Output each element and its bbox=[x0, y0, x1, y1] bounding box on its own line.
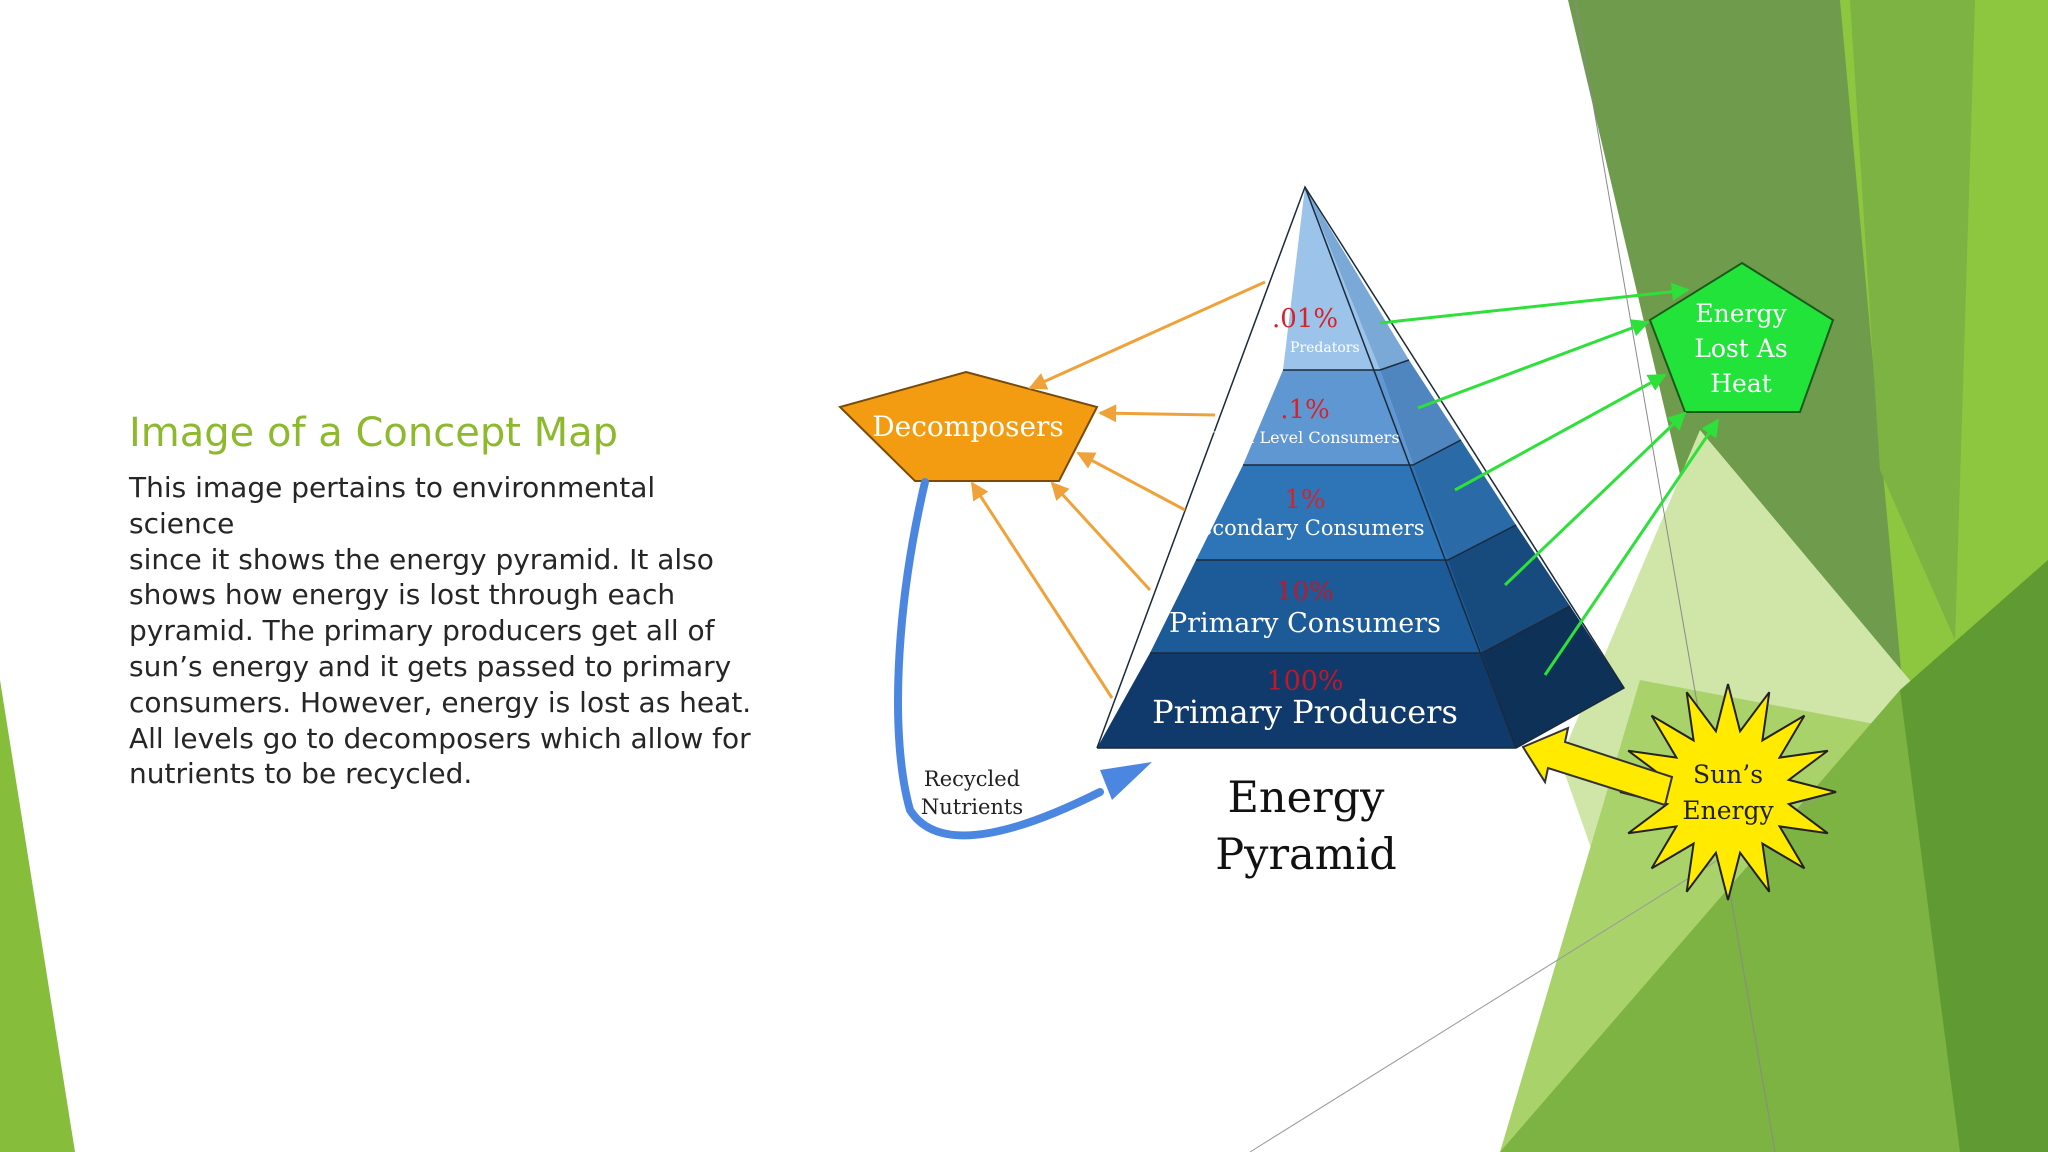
arrow-secondary-to-heat bbox=[1454, 373, 1667, 492]
body-line: pyramid. The primary producers get all o… bbox=[129, 614, 715, 648]
arrow-secondary-to-decomposers bbox=[1076, 451, 1186, 512]
right-deep-panel bbox=[1900, 560, 2048, 1152]
pyramid-side-secondary-consumers bbox=[1413, 440, 1516, 560]
sun-disc bbox=[1670, 734, 1786, 850]
sun-energy-arrow bbox=[1521, 726, 1674, 807]
level-percent-apex: .01% bbox=[1272, 304, 1338, 334]
heat-arrows bbox=[1379, 282, 1720, 676]
level-name-primary-consumers: Primary Consumers bbox=[1169, 608, 1441, 639]
pyramid-tier-producers bbox=[1097, 653, 1518, 748]
level-name-secondary: Secondary Consumers bbox=[1186, 516, 1425, 540]
pyramid-tier-secondary-consumers bbox=[1196, 465, 1450, 560]
slide-text-block: Image of a Concept Map This image pertai… bbox=[129, 408, 769, 792]
heat-node: Energy Lost As Heat bbox=[1648, 261, 1835, 413]
level-name-third-level: Third Level Consumers bbox=[1210, 428, 1399, 447]
level-name-apex: Apex Predators bbox=[1249, 340, 1359, 356]
pyramid-caption-line-2: Pyramid bbox=[1215, 830, 1396, 880]
body-line: shows how energy is lost through each bbox=[129, 578, 676, 612]
arrow-apex-to-heat bbox=[1379, 282, 1690, 325]
energy-pyramid: .01% Apex Predators .1% Third Level Cons… bbox=[1096, 185, 1626, 749]
arrow-producers-to-heat bbox=[1543, 418, 1720, 676]
recycled-label-line-2: Nutrients bbox=[921, 795, 1023, 819]
arrow-apex-to-decomposers bbox=[1028, 280, 1266, 390]
pyramid-side-third-level bbox=[1380, 360, 1461, 465]
arrow-producers-to-decomposers bbox=[970, 481, 1114, 699]
decomposers-pentagon bbox=[838, 370, 1099, 482]
level-percent-primary-consumers: 10% bbox=[1276, 577, 1334, 607]
pyramid-caption-line-1: Energy bbox=[1228, 773, 1386, 823]
decomposers-node: Decomposers bbox=[838, 370, 1099, 482]
right-mid-panel bbox=[1850, 0, 1975, 640]
heat-label-line-2: Lost As bbox=[1694, 334, 1787, 363]
recycle-arrowhead bbox=[1100, 762, 1152, 800]
level-percent-producers: 100% bbox=[1266, 666, 1343, 697]
arrow-third-to-heat bbox=[1417, 319, 1650, 410]
arrow-primary-to-heat bbox=[1503, 411, 1687, 587]
body-line: nutrients to be recycled. bbox=[129, 757, 473, 791]
pyramid-side-apex bbox=[1305, 187, 1409, 370]
pyramid-tier-third-level bbox=[1243, 370, 1413, 465]
body-line: All levels go to decomposers which allow… bbox=[129, 721, 751, 755]
arrow-primary-to-decomposers bbox=[1050, 481, 1152, 592]
body-line: since it shows the energy pyramid. It al… bbox=[129, 542, 714, 576]
level-percent-secondary: 1% bbox=[1284, 485, 1325, 515]
decomposers-label: Decomposers bbox=[872, 410, 1064, 443]
decor-line bbox=[1574, 0, 1776, 1152]
recycle-curve bbox=[894, 478, 1104, 840]
pyramid-tier-apex bbox=[1283, 187, 1380, 370]
pyramid-side-producers bbox=[1482, 606, 1624, 748]
body-line: consumers. However, energy is lost as he… bbox=[129, 685, 752, 719]
slide-title: Image of a Concept Map bbox=[129, 410, 619, 456]
recycled-label-line-1: Recycled bbox=[924, 767, 1020, 791]
level-name-producers: Primary Producers bbox=[1152, 693, 1458, 731]
decomposer-arrows bbox=[970, 280, 1266, 699]
right-accent-panel bbox=[1500, 690, 2048, 1152]
left-green-strip bbox=[0, 680, 75, 1152]
body-line: sun’s energy and it gets passed to prima… bbox=[129, 649, 732, 683]
sun-label-line-2: Energy bbox=[1682, 796, 1774, 825]
pyramid-tier-primary-consumers bbox=[1150, 560, 1484, 653]
sun-label-line-1: Sun’s bbox=[1693, 760, 1763, 789]
slide-body: This image pertains to environmental sci… bbox=[129, 470, 769, 792]
sun-node: Sun’s Energy bbox=[1619, 683, 1837, 901]
heat-label-line-3: Heat bbox=[1710, 369, 1772, 398]
arrow-third-to-decomposers bbox=[1098, 404, 1216, 423]
level-percent-third-level: .1% bbox=[1280, 395, 1330, 425]
pyramid-side-primary-consumers bbox=[1448, 525, 1570, 653]
recycled-nutrients-arrow: Recycled Nutrients bbox=[894, 478, 1152, 840]
body-line: This image pertains to environmental sci… bbox=[129, 471, 656, 540]
heat-pentagon bbox=[1648, 261, 1835, 413]
heat-label-line-1: Energy bbox=[1695, 299, 1787, 328]
